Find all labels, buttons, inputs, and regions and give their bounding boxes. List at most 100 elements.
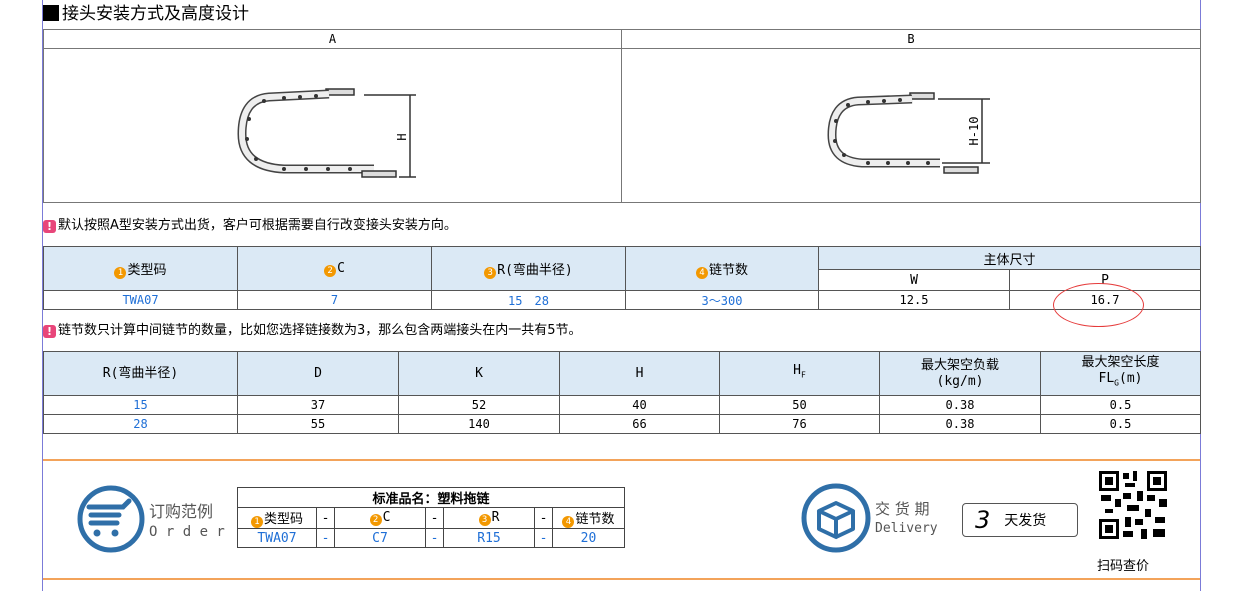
delivery-label-cn: 交 货 期 <box>875 500 930 518</box>
number-2-icon: 2 <box>324 264 337 277</box>
header-w: W <box>818 269 1010 291</box>
cell-d: 37 <box>237 395 399 415</box>
header-max-load-unit: (kg/m) <box>936 373 984 389</box>
header-max-length-unit: (m) <box>1119 371 1143 387</box>
qr-code-icon[interactable] <box>1097 469 1169 541</box>
order-value-c: C7 <box>334 528 426 548</box>
cell-links[interactable]: 3～300 <box>625 290 819 310</box>
cell-k: 140 <box>398 414 560 434</box>
header-r: R(弯曲半径) <box>43 351 238 396</box>
cell-r[interactable]: 28 <box>43 414 238 434</box>
header-fl-text: FL <box>1098 371 1115 387</box>
delivery-days-suffix: 天发货 <box>1004 513 1047 529</box>
note-default-install: !默认按照A型安装方式出货，客户可根据需要自行改变接头安装方向。 <box>43 217 457 235</box>
qr-label: 扫码查价 <box>1097 559 1150 574</box>
number-4-icon: 4 <box>695 266 708 279</box>
table-row: 28 55 140 66 76 0.38 0.5 <box>43 414 1201 434</box>
note-text: 链节数只计算中间链节的数量，比如您选择链接数为3，那么包含两端接头在内一共有5节… <box>58 323 582 338</box>
col-b-header: B <box>621 29 1201 49</box>
cell-max-length: 0.5 <box>1040 395 1201 415</box>
install-figure-table: A B <box>43 29 1201 203</box>
header-hf-text: H <box>793 363 801 379</box>
dash: - <box>316 528 335 548</box>
delivery-label-en: Delivery <box>875 521 938 536</box>
header-d: D <box>237 351 399 396</box>
height-label-a: H <box>395 133 409 140</box>
order-header-r-text: R <box>491 510 500 525</box>
cell-type-code[interactable]: TWA07 <box>43 290 238 310</box>
number-1-icon: 1 <box>250 516 263 528</box>
product-page: 接头安装方式及高度设计 A B <box>42 0 1202 591</box>
cell-hf: 50 <box>719 395 880 415</box>
number-4-icon: 4 <box>562 516 575 528</box>
number-2-icon: 2 <box>369 514 382 526</box>
cell-k: 52 <box>398 395 560 415</box>
header-r-text: R(弯曲半径) <box>497 262 573 278</box>
cell-r[interactable]: 15 <box>43 395 238 415</box>
number-3-icon: 3 <box>478 514 491 526</box>
warning-icon: ! <box>43 220 56 233</box>
chain-diagram-a: H <box>237 88 416 178</box>
dash: - <box>425 528 444 548</box>
note-link-count: !链节数只计算中间链节的数量，比如您选择链接数为3，那么包含两端接头在内一共有5… <box>43 322 582 340</box>
number-1-icon: 1 <box>114 266 127 279</box>
order-value-links: 20 <box>552 528 625 548</box>
order-header-links-text: 链节数 <box>575 512 615 527</box>
col-a-header: A <box>43 29 622 49</box>
section-title: 接头安装方式及高度设计 <box>43 2 249 26</box>
header-k: K <box>398 351 560 396</box>
package-box-icon <box>801 483 871 553</box>
order-header-type-code-text: 类型码 <box>263 512 303 527</box>
order-header-c-text: C <box>382 510 391 525</box>
delivery-days-number: 3 <box>975 506 991 534</box>
order-label-en: O r d e r <box>149 524 225 540</box>
header-fl-sub: G <box>1114 378 1119 388</box>
note-text: 默认按照A型安装方式出货，客户可根据需要自行改变接头安装方向。 <box>58 218 457 233</box>
header-max-length-text: 最大架空长度 <box>1081 355 1160 371</box>
table-row: 15 37 52 40 50 0.38 0.5 <box>43 395 1201 415</box>
chain-diagram-b: H-10 <box>827 92 990 174</box>
warning-icon: ! <box>43 325 56 338</box>
cell-h: 40 <box>559 395 720 415</box>
height-label-b: H-10 <box>967 117 981 146</box>
header-max-load-text: 最大架空负载 <box>920 357 999 373</box>
header-hf-sub: F <box>801 370 806 380</box>
delivery-days-badge: 3 天发货 <box>962 503 1078 537</box>
table-row: TWA07 7 15 28 3～300 12.5 16.7 <box>43 290 1202 310</box>
order-value-type-code: TWA07 <box>237 528 317 548</box>
dash: - <box>316 507 335 529</box>
header-c-text: C <box>337 260 345 276</box>
header-type-code-text: 类型码 <box>127 262 167 278</box>
cell-c[interactable]: 7 <box>237 290 432 310</box>
dash: - <box>534 528 553 548</box>
highlight-circle <box>1053 283 1144 327</box>
figure-a-cell: H <box>43 48 622 203</box>
cell-max-length: 0.5 <box>1040 414 1201 434</box>
order-value-r: R15 <box>443 528 535 548</box>
header-main-dims: 主体尺寸 <box>817 246 1202 270</box>
order-label: 订购范例 O r d e r <box>149 501 225 543</box>
square-bullet-icon <box>43 5 59 21</box>
cell-r[interactable]: 15 28 <box>431 290 626 310</box>
figure-b-cell: H-10 <box>621 48 1201 203</box>
dash: - <box>425 507 444 529</box>
cell-max-load: 0.38 <box>879 395 1041 415</box>
header-links-text: 链节数 <box>708 262 748 278</box>
cart-icon <box>77 485 145 553</box>
cell-w: 12.5 <box>818 290 1010 310</box>
cell-max-load: 0.38 <box>879 414 1041 434</box>
cell-hf: 76 <box>719 414 880 434</box>
